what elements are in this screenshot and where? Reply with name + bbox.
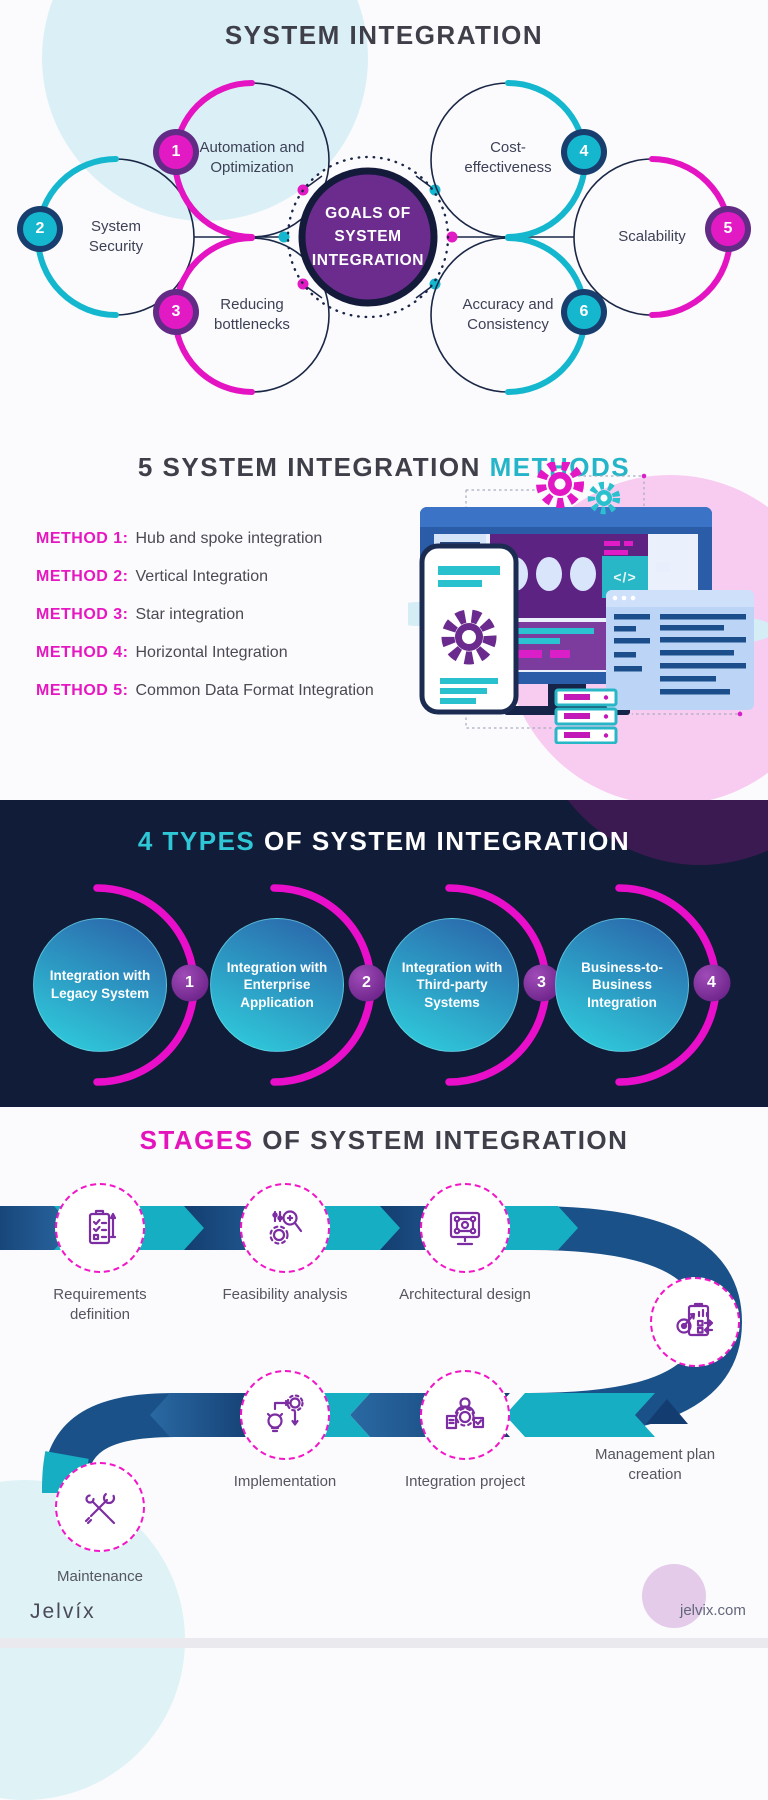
stage-label-feasibility: Feasibility analysis <box>222 1286 348 1303</box>
goals-section: SYSTEM INTEGRATION <box>0 0 768 440</box>
goals-center-label: GOALS OF SYSTEM INTEGRATION <box>311 205 425 269</box>
method-5-label: METHOD 5: <box>36 682 129 699</box>
gear-icon <box>536 462 621 515</box>
method-2-label: METHOD 2: <box>36 568 129 585</box>
methods-section: 5 SYSTEM INTEGRATION METHODS METHOD 1: Hu… <box>0 440 768 805</box>
goal-cost-label: Cost-effectiveness <box>464 138 552 176</box>
type-card-legacy: Integration with Legacy System <box>33 918 167 1052</box>
method-5-text: Common Data Format Integration <box>135 682 374 699</box>
stage-node-maintenance <box>55 1462 145 1552</box>
goals-diagram <box>17 80 751 395</box>
stage-label-requirements: Requirements definition <box>53 1286 147 1323</box>
type-2-number: 2 <box>362 973 371 991</box>
type-3-number: 3 <box>537 973 546 991</box>
stage-label-architecture: Architectural design <box>399 1286 531 1303</box>
stage-node-feasibility <box>240 1183 330 1273</box>
stage-node-implementation <box>240 1370 330 1460</box>
person-gear-doc-icon <box>445 1397 485 1430</box>
stages-title: STAGES OF SYSTEM INTEGRATION <box>0 1125 768 1156</box>
goal-security-label: System Security <box>88 217 144 255</box>
decorative-triangle <box>646 1399 688 1424</box>
code-glyph: </> <box>613 569 637 585</box>
methods-title-main: 5 SYSTEM INTEGRATION <box>137 452 481 482</box>
stage-label-maintenance: Maintenance <box>57 1568 143 1585</box>
method-row-1: METHOD 1: Hub and spoke integration <box>36 530 322 548</box>
center-dotted-ring <box>286 155 450 319</box>
type-b2b-label: Business-to-Business Integration <box>581 959 663 1010</box>
stage-label-implementation: Implementation <box>233 1473 337 1490</box>
method-2-text: Vertical Integration <box>135 568 269 585</box>
method-row-3: METHOD 3: Star integration <box>36 606 244 624</box>
decorative-lavender-blob <box>642 1564 706 1628</box>
stages-title-main: OF SYSTEM INTEGRATION <box>262 1125 629 1155</box>
wrench-screwdriver-icon <box>84 1491 116 1525</box>
stages-section: STAGES OF SYSTEM INTEGRATION <box>0 1107 768 1648</box>
center-circle <box>298 167 438 307</box>
jelvix-logo: Jelvíx <box>30 1600 96 1623</box>
goal-5-number: 5 <box>723 220 733 237</box>
plan-target-icon <box>676 1302 714 1337</box>
method-row-4: METHOD 4: Horizontal Integration <box>36 644 288 662</box>
server-icon <box>554 688 618 744</box>
type-4-number: 4 <box>707 973 716 991</box>
stage-node-management <box>650 1277 740 1367</box>
type-1-number: 1 <box>185 973 194 991</box>
connector-dots <box>278 184 458 290</box>
goal-6-number: 6 <box>579 303 589 320</box>
goal-scalability-label: Scalability <box>618 227 686 245</box>
architecture-nodes-icon <box>449 1211 481 1246</box>
goal-2-number: 2 <box>35 220 45 237</box>
type-card-thirdparty: Integration with Third-party Systems <box>385 918 519 1052</box>
goal-4-number: 4 <box>579 143 589 160</box>
method-row-2: METHOD 2: Vertical Integration <box>36 568 268 586</box>
goal-automation-label: Automation and Optimization <box>199 138 305 176</box>
method-row-5: METHOD 5: Common Data Format Integration <box>36 682 374 700</box>
methods-illustration <box>408 462 768 744</box>
method-4-label: METHOD 4: <box>36 644 129 661</box>
bulb-gear-icon <box>266 1394 304 1433</box>
methods-title: 5 SYSTEM INTEGRATION METHODS <box>0 452 768 483</box>
stage-label-integration-project: Integration project <box>404 1473 526 1490</box>
website-link[interactable]: jelvix.com <box>680 1602 746 1619</box>
clipboard-checklist-icon <box>88 1209 117 1245</box>
types-title-main: OF SYSTEM INTEGRATION <box>264 826 631 856</box>
band-segment <box>505 1393 655 1437</box>
analysis-magnifier-gear-icon <box>269 1210 303 1245</box>
type-badges <box>171 964 731 1002</box>
stage-label-management: Management plan creation <box>594 1446 716 1483</box>
page-title: SYSTEM INTEGRATION <box>224 20 544 50</box>
types-arcs <box>93 884 731 1086</box>
type-card-enterprise: Integration with Enterprise Application <box>210 918 344 1052</box>
types-section: 4 TYPES OF SYSTEM INTEGRATION Integratio… <box>0 800 768 1107</box>
method-1-text: Hub and spoke integration <box>135 530 323 547</box>
stage-node-requirements <box>55 1183 145 1273</box>
goal-3-number: 3 <box>171 303 181 320</box>
type-card-b2b: Business-to-Business Integration <box>555 918 689 1052</box>
type-thirdparty-label: Integration with Third-party Systems <box>401 959 503 1010</box>
type-legacy-label: Integration with Legacy System <box>49 968 151 1001</box>
stage-node-architecture <box>420 1183 510 1273</box>
type-enterprise-label: Integration with Enterprise Application <box>226 959 328 1010</box>
method-3-label: METHOD 3: <box>36 606 129 623</box>
types-title: 4 TYPES OF SYSTEM INTEGRATION <box>0 826 768 857</box>
method-1-label: METHOD 1: <box>36 530 129 547</box>
goal-1-number: 1 <box>171 143 181 160</box>
method-4-text: Horizontal Integration <box>135 644 288 661</box>
phone-icon <box>419 543 519 715</box>
bottom-strip <box>0 1638 768 1648</box>
method-3-text: Star integration <box>135 606 245 623</box>
goal-bottlenecks-label: Reducing bottlenecks <box>214 295 290 333</box>
goal-accuracy-label: Accuracy and Consistency <box>462 295 554 333</box>
stage-node-integration-project <box>420 1370 510 1460</box>
types-title-accent: 4 TYPES <box>137 826 256 856</box>
code-window-icon <box>606 590 754 710</box>
stages-title-accent: STAGES <box>139 1125 254 1155</box>
goal-badges <box>17 129 751 335</box>
